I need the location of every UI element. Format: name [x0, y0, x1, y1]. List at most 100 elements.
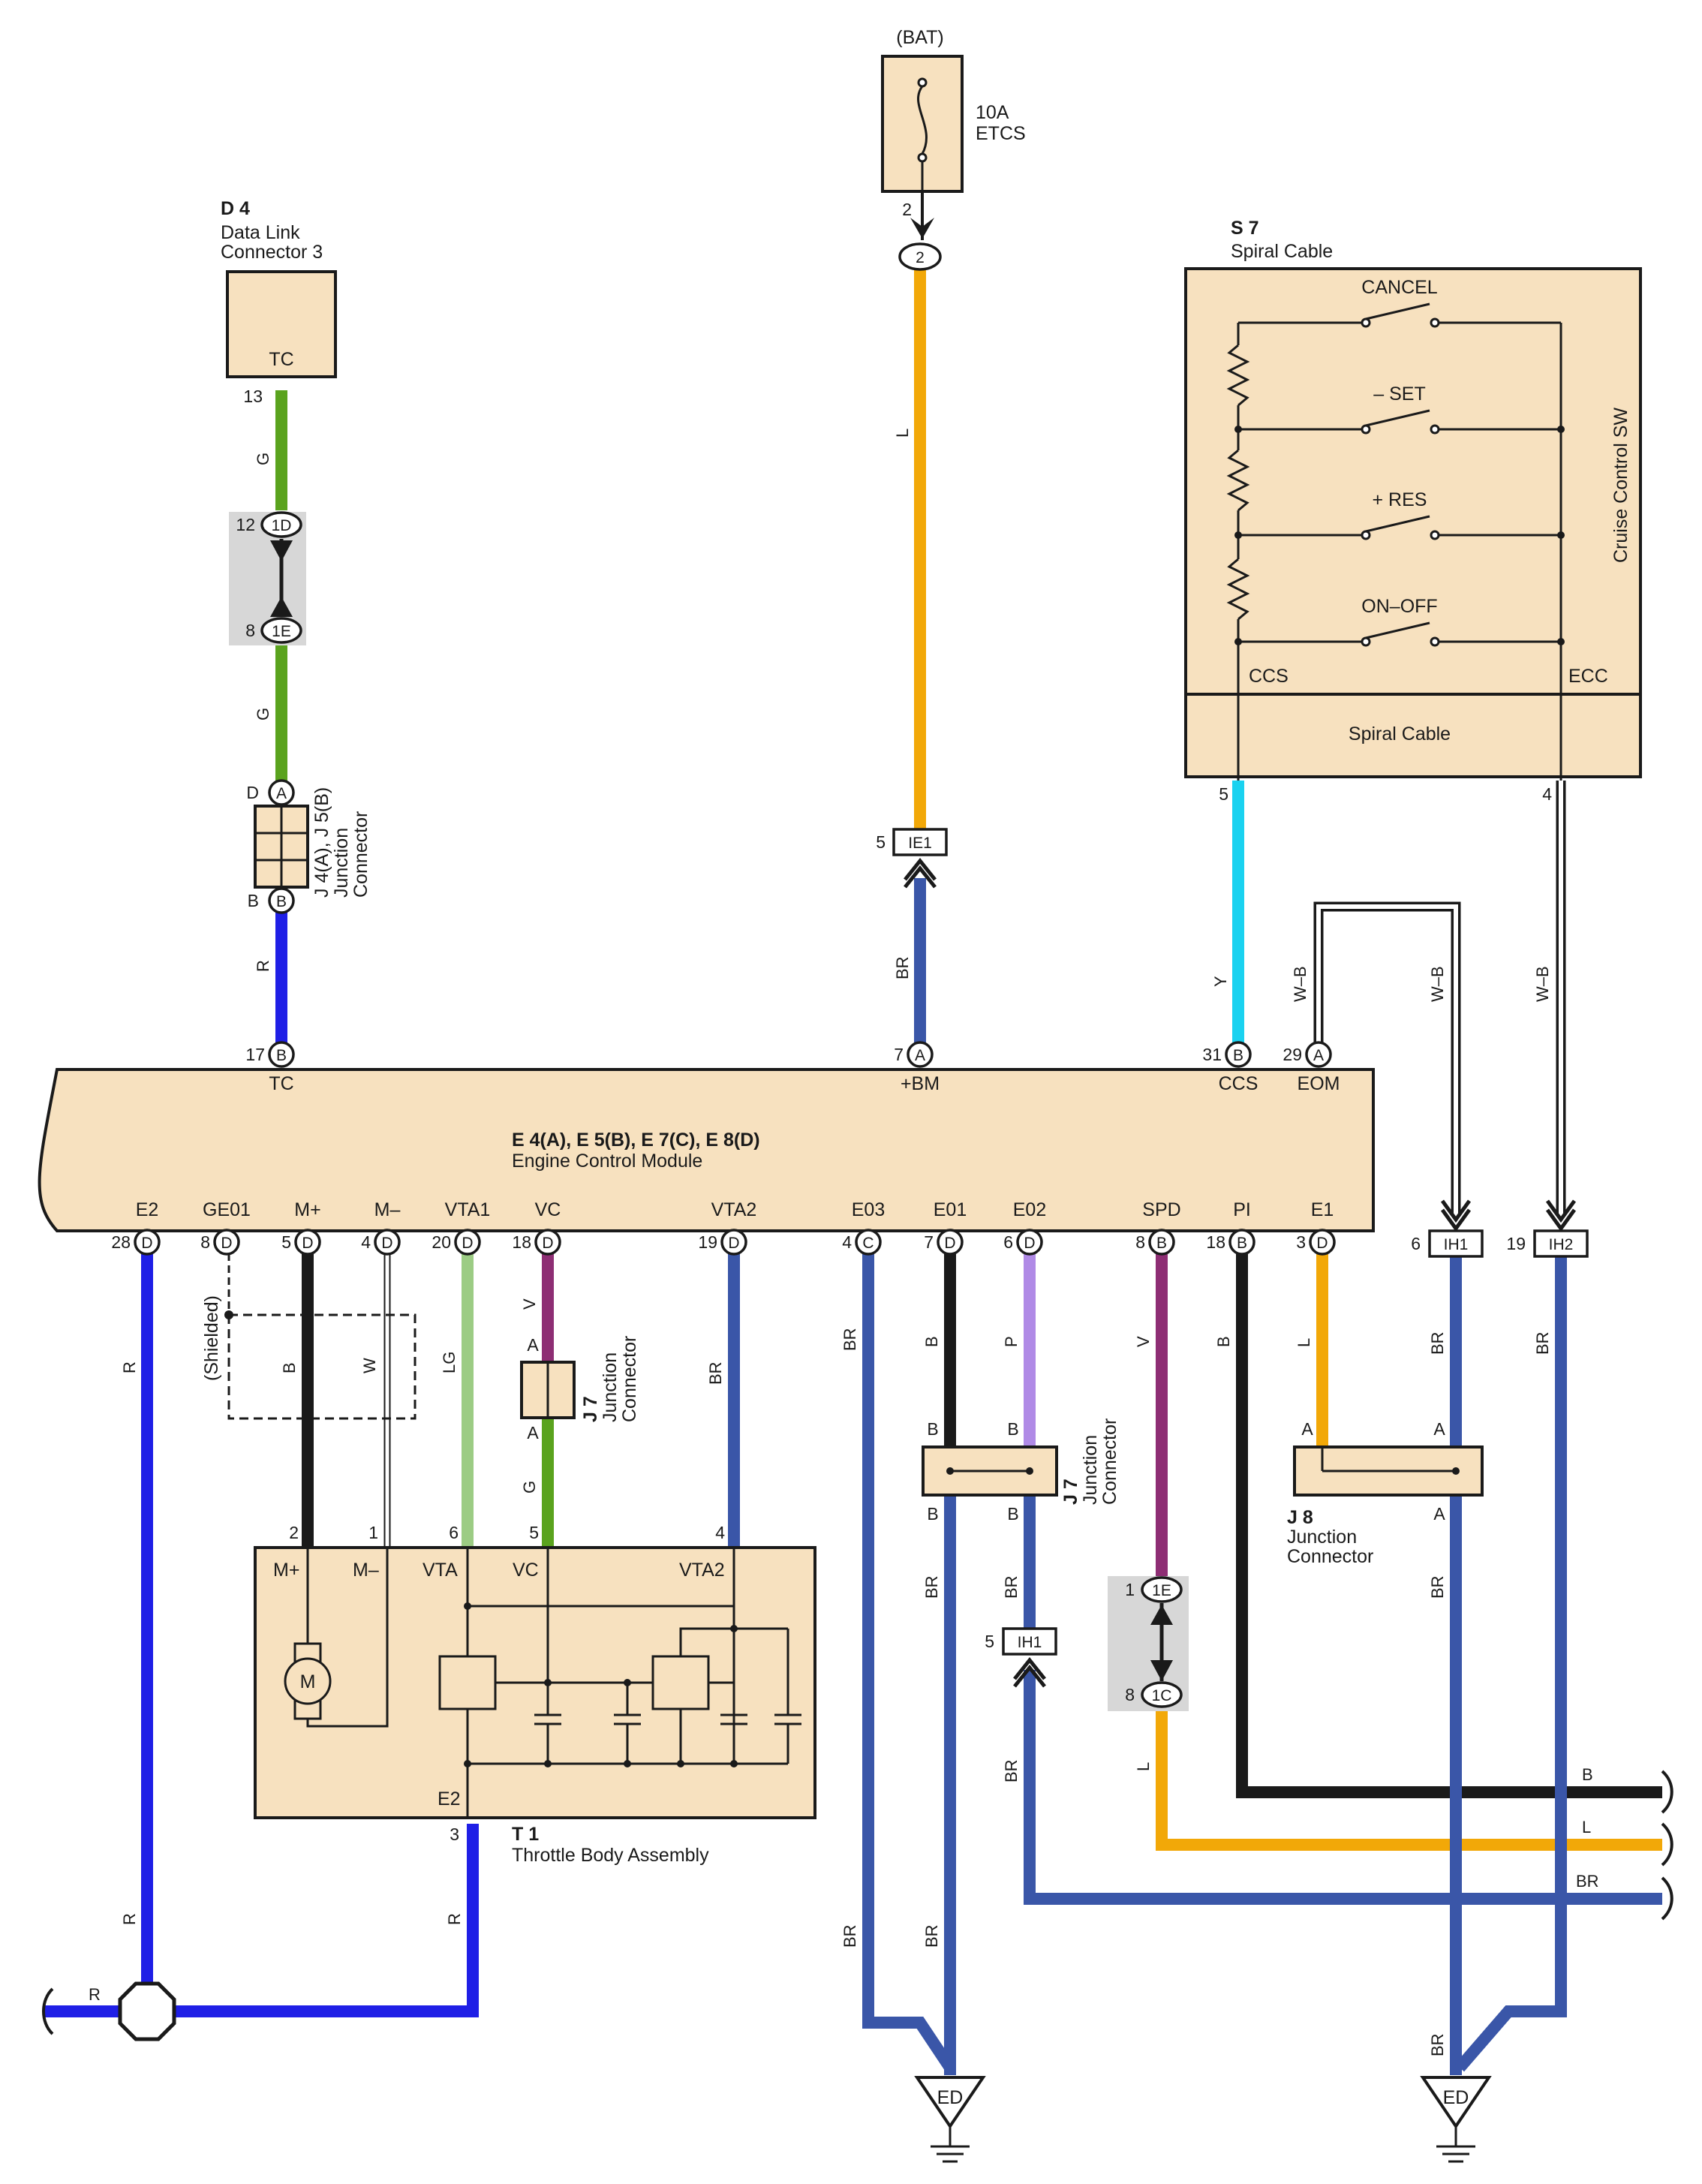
ecm-terminal-conn: A [1313, 1047, 1324, 1064]
ecm-terminal-name: PI [1233, 1199, 1251, 1220]
svg-text:M: M [300, 1671, 316, 1692]
ecm-terminal-name: VTA2 [711, 1199, 757, 1220]
svg-text:W–B: W–B [1428, 966, 1447, 1002]
svg-text:L: L [893, 429, 912, 438]
svg-text:BR: BR [1533, 1331, 1552, 1355]
ecm-terminal-pin: 6 [1003, 1232, 1013, 1252]
wire-b-pi [1236, 1253, 1662, 1798]
svg-text:Junction: Junction [1287, 1527, 1357, 1548]
wires [45, 270, 1662, 2075]
ecm-box [38, 1068, 1375, 1232]
ecm-terminal-name: EOM [1298, 1073, 1340, 1094]
svg-text:ECC: ECC [1568, 666, 1608, 687]
svg-text:8: 8 [1125, 1685, 1135, 1704]
svg-text:B: B [927, 1504, 938, 1524]
svg-text:1E: 1E [1152, 1582, 1171, 1599]
throttle-body-assembly-t1: M+ M– VTA VC VTA2 E2 M [254, 1523, 816, 1866]
engine-control-module: E 4(A), E 5(B), E 7(C), E 8(D) Engine Co… [38, 1068, 1375, 1232]
ecm-terminal-name: SPD [1142, 1199, 1180, 1220]
svg-text:4: 4 [715, 1523, 725, 1542]
svg-text:BR: BR [840, 1328, 859, 1351]
svg-text:2: 2 [289, 1523, 299, 1542]
svg-text:W–B: W–B [1291, 966, 1310, 1002]
svg-text:Y: Y [1211, 976, 1230, 987]
svg-text:R: R [89, 1985, 101, 2004]
svg-text:A: A [276, 785, 287, 802]
ecm-bottom-terminals: D28E2D8GE01D5M+D4M–D20VTA1D18VCD19VTA2C4… [111, 1199, 1336, 1256]
svg-text:B: B [927, 1419, 938, 1439]
svg-text:M+: M+ [273, 1560, 299, 1581]
svg-text:Connector: Connector [1099, 1418, 1120, 1505]
ground-left: ED [914, 2076, 986, 2163]
d4-name-1: Data Link [221, 222, 300, 243]
svg-text:BR: BR [922, 1924, 941, 1948]
svg-text:4: 4 [1542, 784, 1552, 804]
svg-text:ED: ED [1443, 2087, 1469, 2108]
ecm-terminal-bottom-2: D5M+ [281, 1199, 321, 1256]
svg-text:3: 3 [450, 1825, 459, 1844]
ecm-terminal-name: E01 [934, 1199, 967, 1220]
d4-box [226, 270, 337, 378]
svg-text:M–: M– [353, 1560, 379, 1581]
ecm-terminal-name: CCS [1219, 1073, 1258, 1094]
svg-text:R: R [254, 960, 272, 972]
ecm-terminal-pin: 4 [842, 1232, 852, 1252]
svg-text:VTA2: VTA2 [679, 1560, 725, 1581]
ecm-terminal-name: E2 [136, 1199, 159, 1220]
data-link-connector-d4: D 4 Data Link Connector 3 TC 13 [221, 198, 337, 406]
svg-text:BR: BR [840, 1924, 859, 1948]
svg-text:B: B [248, 891, 259, 910]
connector-ie1: IE1 5 [876, 828, 948, 889]
d4-name-2: Connector 3 [221, 242, 323, 263]
junction-1d-1e: 1D 12 1E 8 [229, 511, 306, 645]
ecm-subtitle: Engine Control Module [512, 1151, 702, 1172]
svg-text:J 8: J 8 [1287, 1507, 1313, 1528]
ecm-terminal-pin: 3 [1296, 1232, 1306, 1252]
ecm-terminal-name: E02 [1013, 1199, 1046, 1220]
ecm-terminal-name: GE01 [203, 1199, 251, 1220]
ecm-terminal-conn: B [1156, 1235, 1167, 1252]
ecm-terminal-pin: 7 [924, 1232, 934, 1252]
fuse-etcs: (BAT) 10A ETCS 2 2 [881, 27, 1026, 271]
svg-text:1D: 1D [272, 517, 292, 534]
connector-ih1-top: IH1 6 [1411, 1199, 1484, 1258]
ecm-title: E 4(A), E 5(B), E 7(C), E 8(D) [512, 1130, 760, 1151]
svg-text:J 7: J 7 [1060, 1479, 1081, 1505]
svg-text:P: P [1002, 1336, 1021, 1347]
svg-text:R: R [120, 1913, 139, 1925]
wire-r-t1 [147, 1824, 479, 2017]
wire-l-1c [1156, 1711, 1662, 1851]
ecm-terminal-conn: D [381, 1235, 392, 1252]
svg-text:1: 1 [1125, 1580, 1135, 1599]
svg-text:ON–OFF: ON–OFF [1361, 596, 1437, 617]
ecm-terminal-pin: 19 [698, 1232, 717, 1252]
svg-text:BR: BR [706, 1361, 725, 1385]
svg-text:R: R [445, 1913, 464, 1925]
svg-text:CCS: CCS [1249, 666, 1289, 687]
svg-text:T 1: T 1 [512, 1824, 539, 1845]
ecm-terminal-pin: 4 [361, 1232, 371, 1252]
spiral-cable-s7: S 7 Spiral Cable CANCEL – SET + RES [1184, 218, 1642, 804]
ecm-terminal-name: TC [269, 1073, 293, 1094]
ground-right: ED [1420, 2076, 1492, 2163]
svg-text:B: B [276, 893, 287, 910]
ecm-terminal-bottom-10: B8 SPD [1135, 1199, 1181, 1256]
junction-connector-j7-b: B B B B J 7 Junction Connector [922, 1418, 1120, 1524]
svg-text:BR: BR [893, 956, 912, 979]
svg-text:D: D [246, 783, 259, 802]
ecm-terminal-pin: 8 [1135, 1232, 1145, 1252]
svg-text:V: V [520, 1298, 539, 1310]
svg-text:Cruise Control SW: Cruise Control SW [1610, 408, 1631, 563]
ecm-terminal-conn: D [542, 1235, 553, 1252]
bat-label: (BAT) [896, 27, 943, 48]
shielded-group: (Shielded) [201, 1253, 416, 1420]
ecm-terminal-pin: 20 [432, 1232, 451, 1252]
ecm-terminal-name: M+ [294, 1199, 320, 1220]
